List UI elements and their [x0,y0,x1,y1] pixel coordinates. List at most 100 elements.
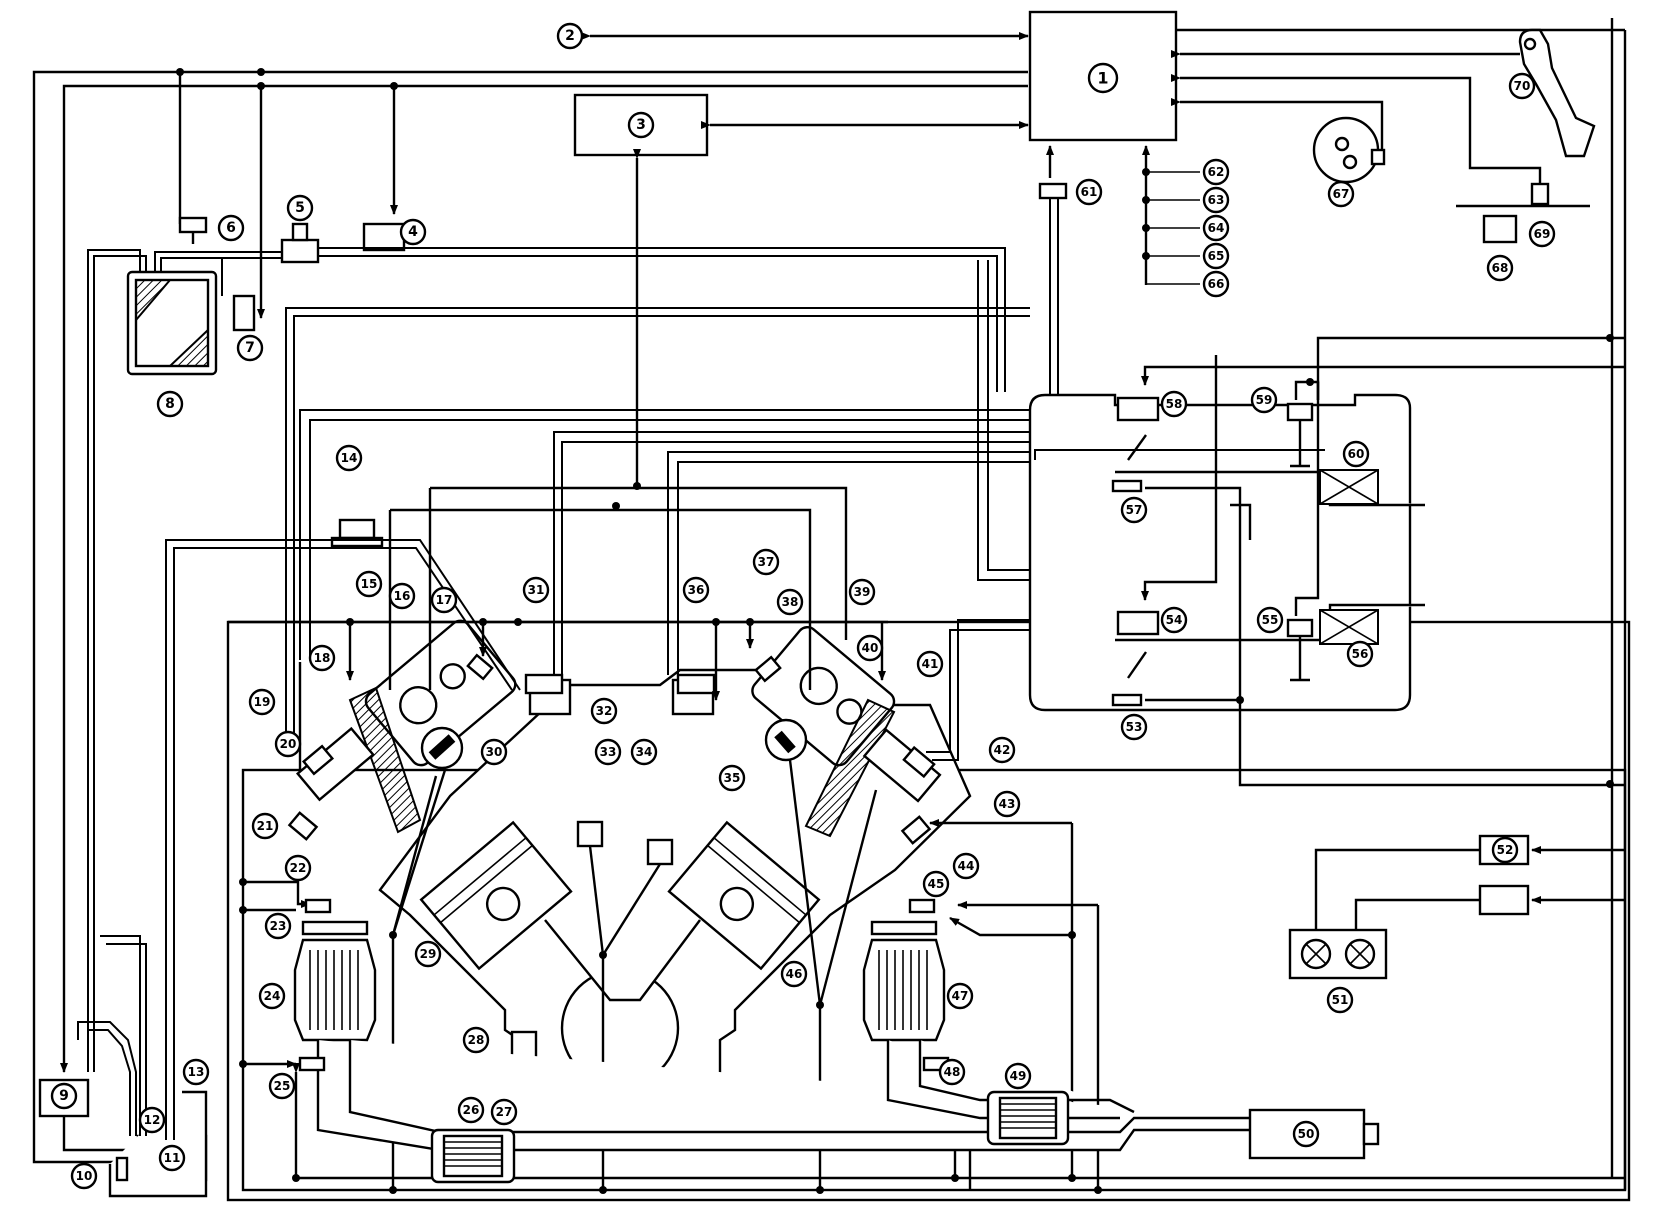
left-harness [32,68,1028,1164]
callout-46: 46 [786,967,803,981]
callout-ring-40 [856,634,884,662]
callout-5: 5 [295,200,305,216]
callout-21: 21 [257,819,274,833]
module-3 [573,93,1029,488]
callout-52: 52 [1497,843,1514,857]
callout-58: 58 [1166,397,1183,411]
callout-ring-29 [414,940,442,968]
callout-ring-28 [462,1026,490,1054]
callout-ring-51 [1326,986,1354,1014]
callout-ring-12 [138,1106,166,1134]
callout-ring-18 [308,644,336,672]
callout-44: 44 [958,859,975,873]
callout-59: 59 [1256,393,1273,407]
callout-ring-7 [236,334,264,362]
callout-65: 65 [1208,249,1225,263]
part-17 [466,653,494,681]
wire-outer-left [32,70,1028,1164]
fuel-tank [38,935,208,1198]
callout-53: 53 [1126,720,1143,734]
callout-41: 41 [922,657,939,671]
callout-34: 34 [636,745,653,759]
callout-ring-13 [182,1058,210,1086]
callout-1: 1 [1097,69,1108,88]
ecu-inputs [1142,145,1200,285]
part-6-body [178,216,208,234]
callout-ring-59 [1250,386,1278,414]
callout-ring-1 [1087,62,1119,94]
callout-ring-57 [1120,496,1148,524]
part-37 [754,655,782,683]
part-25 [298,1056,326,1072]
callout-ring-25 [268,1072,296,1100]
callout-45: 45 [928,877,945,891]
callout-ring-2 [556,22,584,50]
callout-ring-36 [682,576,710,604]
callout-55: 55 [1262,613,1279,627]
tank-outline [108,1090,208,1198]
part-45 [908,898,936,914]
callout-50: 50 [1298,1127,1315,1141]
callout-ring-44 [952,852,980,880]
callout-15: 15 [361,577,378,591]
left-cat-flange [301,920,369,936]
callout-6: 6 [226,220,236,236]
callout-35: 35 [724,771,741,785]
callout-ring-21 [251,812,279,840]
callout-ring-31 [522,576,550,604]
callout-ring-34 [630,738,658,766]
wire-to-9 [60,84,1028,1073]
callout-ring-63 [1202,186,1230,214]
part-53 [1111,693,1143,707]
callout-ring-42 [988,736,1016,764]
cooling-fans [1288,834,1625,980]
callout-7: 7 [245,340,255,356]
callout-60: 60 [1348,447,1365,461]
callout-ring-66 [1202,270,1230,298]
part-70-pedal [1518,28,1596,158]
callout-17: 17 [436,593,453,607]
callout-66: 66 [1208,277,1225,291]
callout-ring-41 [916,650,944,678]
callout-64: 64 [1208,221,1225,235]
callout-ring-9 [50,1082,78,1110]
callout-9: 9 [59,1088,69,1104]
part-68-relay [1482,214,1518,244]
callout-3: 3 [636,117,646,133]
callout-ring-70 [1508,72,1536,100]
callout-ring-20 [274,730,302,758]
part-24-cat [293,938,377,1042]
callout-ring-38 [776,588,804,616]
callout-ring-52 [1491,836,1519,864]
callout-70: 70 [1514,79,1531,93]
callout-27: 27 [496,1105,513,1119]
callout-29: 29 [420,947,437,961]
part-54 [1116,610,1160,636]
part-58 [1116,396,1160,422]
callout-ring-69 [1528,220,1556,248]
callout-ring-30 [480,738,508,766]
part-5-top [291,222,309,242]
callout-ring-4 [399,218,427,246]
callout-12: 12 [144,1113,161,1127]
callout-49: 49 [1010,1069,1027,1083]
evap-system [87,216,1006,1072]
callout-ring-68 [1486,254,1514,282]
callout-ring-3 [627,111,655,139]
callout-8: 8 [165,396,175,412]
part-57 [1111,479,1143,493]
callout-ring-43 [993,790,1021,818]
callout-ring-8 [156,390,184,418]
callout-25: 25 [274,1079,291,1093]
part-52-lower [1478,884,1530,916]
part-42 [902,745,936,779]
part-10-body [115,1156,129,1182]
callout-ring-64 [1202,214,1230,242]
callout-ring-45 [922,870,950,898]
exhaust-system [293,898,1380,1184]
callout-20: 20 [280,737,297,751]
callout-ring-54 [1160,606,1188,634]
callout-ring-47 [946,982,974,1010]
callout-37: 37 [758,555,775,569]
